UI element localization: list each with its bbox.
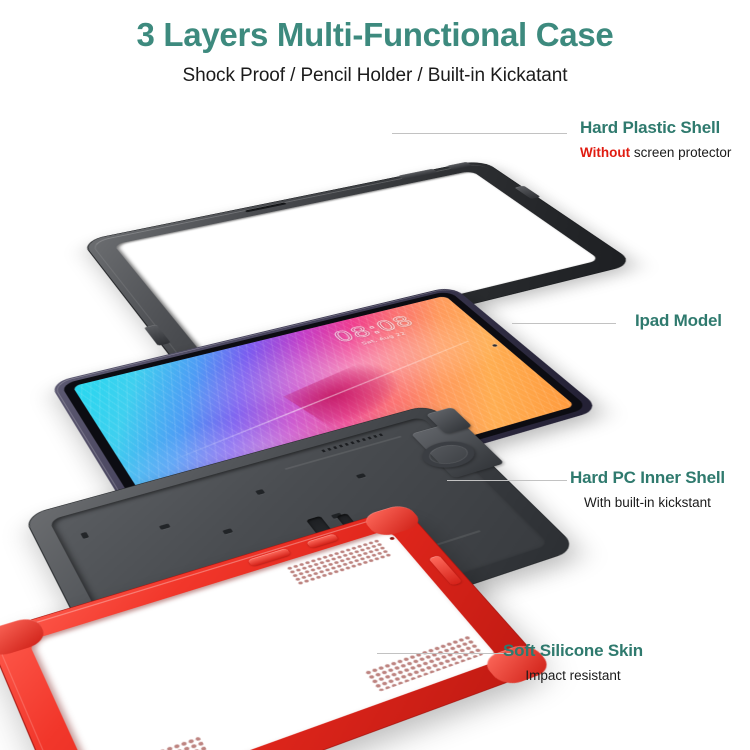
leader-line-soft-silicone-skin	[377, 653, 511, 654]
callout-ipad-model: Ipad Model	[635, 311, 722, 331]
callout-soft-silicone-skin: Soft Silicone Skin Impact resistant	[503, 641, 643, 683]
leader-line-ipad-model	[512, 323, 616, 324]
callout-title: Soft Silicone Skin	[503, 641, 643, 660]
inner-rib	[158, 523, 171, 530]
callout-subtitle: Impact resistant	[525, 668, 621, 683]
silicone-grip-texture	[99, 736, 211, 750]
callout-subtitle: With built-in kickstant	[584, 495, 711, 510]
shell-notch-b	[446, 161, 473, 170]
page-title: 3 Layers Multi-Functional Case	[136, 16, 614, 53]
inner-rib	[255, 489, 266, 496]
header: 3 Layers Multi-Functional Case Shock Pro…	[0, 0, 750, 87]
callout-title: Hard Plastic Shell	[580, 118, 721, 137]
inner-rib-highlight	[284, 435, 402, 470]
inner-rib	[80, 531, 90, 539]
shell-notch-c	[514, 185, 541, 199]
inner-rib	[355, 473, 367, 479]
callout-subtitle-emphasis: Without	[580, 145, 631, 160]
shell-button-left	[143, 324, 171, 346]
callout-subtitle-rest: screen protector	[630, 145, 732, 160]
leader-line-hard-plastic-shell	[392, 133, 567, 134]
callout-hard-pc-inner-shell: Hard PC Inner Shell With built-in kickst…	[570, 468, 725, 510]
callout-title: Ipad Model	[635, 311, 722, 330]
callout-title: Hard PC Inner Shell	[570, 468, 725, 487]
callout-hard-plastic-shell: Hard Plastic Shell Without screen protec…	[580, 118, 731, 160]
callout-subtitle: Without screen protector	[580, 145, 731, 160]
inner-rib	[222, 528, 234, 535]
silicone-corner-pad	[0, 614, 49, 660]
leader-line-hard-pc-inner-shell	[447, 480, 567, 481]
page-subtitle: Shock Proof / Pencil Holder / Built-in K…	[182, 64, 568, 86]
